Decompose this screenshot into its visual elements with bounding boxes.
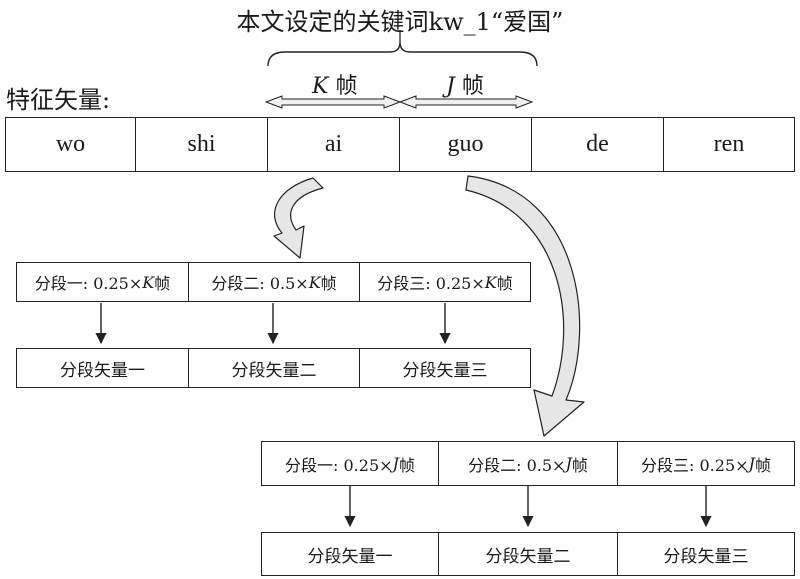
keyword-title: 本文设定的关键词kw_1“爱国” [236,8,564,36]
segment-box-k-2: 分段二: 0.5×K 帧 [188,262,360,302]
segment-box-k-3: 分段三: 0.25×K 帧 [359,262,531,302]
segment-box-j-2: 分段二: 0.5×J 帧 [438,441,618,486]
segment-vector-box-k-1: 分段矢量一 [16,348,189,388]
span-j-label: J 帧 [446,74,484,99]
span-j-arrow [398,95,534,109]
syllable-box: de [531,117,664,172]
segment-vector-box-j-1: 分段矢量一 [261,532,439,576]
curved-arrow-guo [465,175,585,437]
segment-box-j-3: 分段三: 0.25×J 帧 [617,441,795,486]
syllable-box: ai [267,117,400,172]
segment-vector-box-k-2: 分段矢量二 [188,348,360,388]
feature-vector-label: 特征矢量: [6,86,111,114]
segment-vector-box-j-3: 分段矢量三 [617,532,795,576]
curved-arrow-ai [273,177,324,259]
syllable-box: wo [5,117,136,172]
segment-vector-box-k-3: 分段矢量三 [359,348,531,388]
syllable-box: guo [399,117,532,172]
keyword-brace [267,41,538,67]
syllable-box: ren [663,117,795,172]
syllable-box: shi [135,117,268,172]
segment-box-k-1: 分段一: 0.25×K 帧 [16,262,189,302]
segment-box-j-1: 分段一: 0.25×J 帧 [261,441,439,486]
segment-vector-box-j-2: 分段矢量二 [438,532,618,576]
span-k-label: K 帧 [312,74,358,99]
